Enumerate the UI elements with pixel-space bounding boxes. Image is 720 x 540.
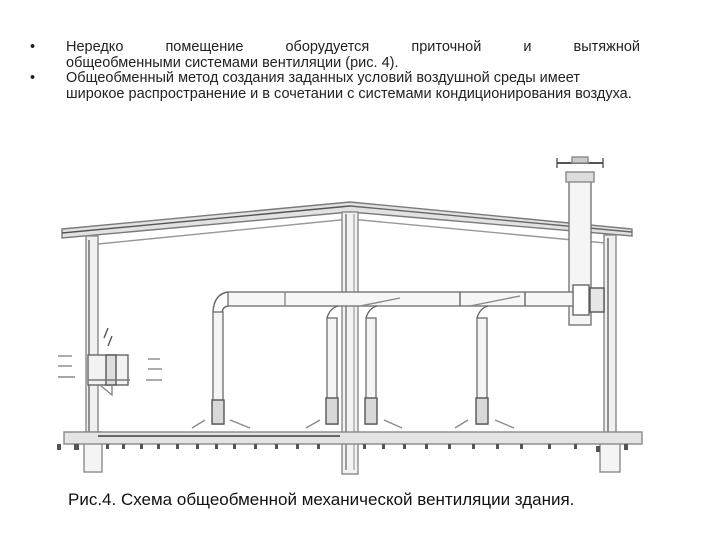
bullet-item-1: • Нередко помещение оборудуется приточно… [30,39,641,71]
bullet-dot: • [30,39,36,55]
bullet-1-rest: общеобменными системами вентиляции (рис.… [66,54,399,71]
floor-sleepers [57,444,628,452]
bullet-dot: • [30,70,36,86]
duct-dropper-1 [191,311,251,429]
bullet-item-2: • Общеобменный метод создания заданных у… [30,70,640,102]
bullet-list: • Нередко помещение оборудуется приточно… [30,39,641,102]
right-wall-column [599,234,621,473]
center-column [341,211,359,475]
supply-air-inlet [87,327,130,397]
duct-dropper-4 [454,305,515,429]
floor-slab [63,431,643,445]
supply-duct [212,291,574,315]
exhaust-stack [556,156,605,326]
airflow-arrows-inside [146,358,162,381]
airflow-arrows-outside [58,355,75,378]
duct-dropper-2 [305,305,339,429]
duct-dropper-3 [364,305,403,429]
figure-caption: Рис.4. Схема общеобменной механической в… [68,490,575,509]
bullet-2-text: Общеобменный метод создания заданных усл… [66,70,632,102]
roof [61,201,633,245]
bullet-1-line-1: Нередко помещение оборудуется приточной … [66,39,641,55]
